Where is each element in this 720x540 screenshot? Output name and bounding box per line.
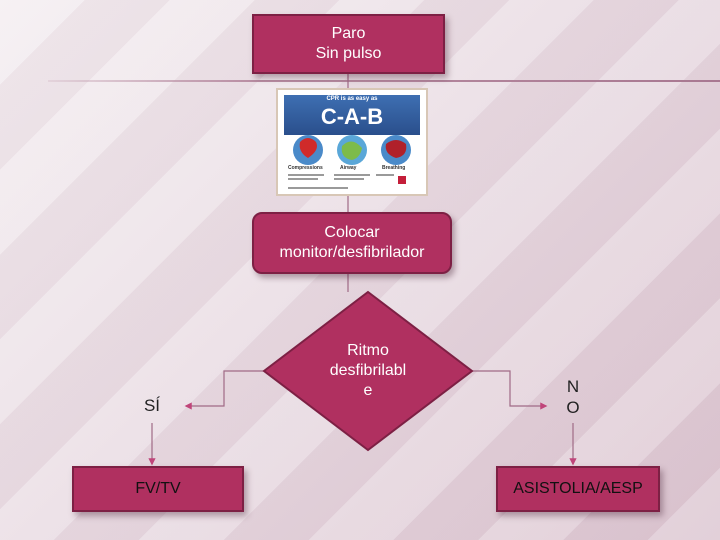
no-label: N O — [566, 377, 580, 417]
heart-logo-icon — [398, 176, 406, 184]
poster-header: CPR is as easy as C-A-B — [284, 95, 420, 135]
start-node: Paro Sin pulso — [252, 14, 445, 74]
poster-title: C-A-B — [320, 104, 384, 129]
poster-fineprint — [334, 174, 370, 176]
poster-caption-breathing: Breathing — [382, 165, 406, 171]
decision-label: Ritmo desfibrilabl e — [329, 342, 407, 399]
poster-fineprint — [376, 174, 394, 176]
decision-diamond — [262, 290, 474, 452]
poster-fineprint — [288, 174, 324, 176]
poster-fineprint — [288, 178, 318, 180]
poster-fineprint — [334, 178, 364, 180]
cpr-cab-poster: CPR is as easy as C-A-B Compressions Air… — [276, 88, 428, 196]
poster-caption-airway: Airway — [340, 165, 357, 171]
poster-tagline: CPR is as easy as — [326, 96, 378, 102]
poster-caption-compressions: Compressions — [288, 165, 323, 171]
fvtv-node: FV/TV — [72, 466, 244, 512]
monitor-node: Colocar monitor/desfibrilador — [252, 212, 452, 274]
poster-illustration — [293, 135, 411, 184]
connector-decision-to-yes — [184, 370, 264, 410]
yes-label: SÍ — [143, 396, 161, 415]
decorative-rule — [48, 80, 720, 82]
connector-decision-to-no — [472, 370, 548, 410]
poster-fineprint — [288, 187, 348, 189]
asistolia-node: ASISTOLIA/AESP — [496, 466, 660, 512]
